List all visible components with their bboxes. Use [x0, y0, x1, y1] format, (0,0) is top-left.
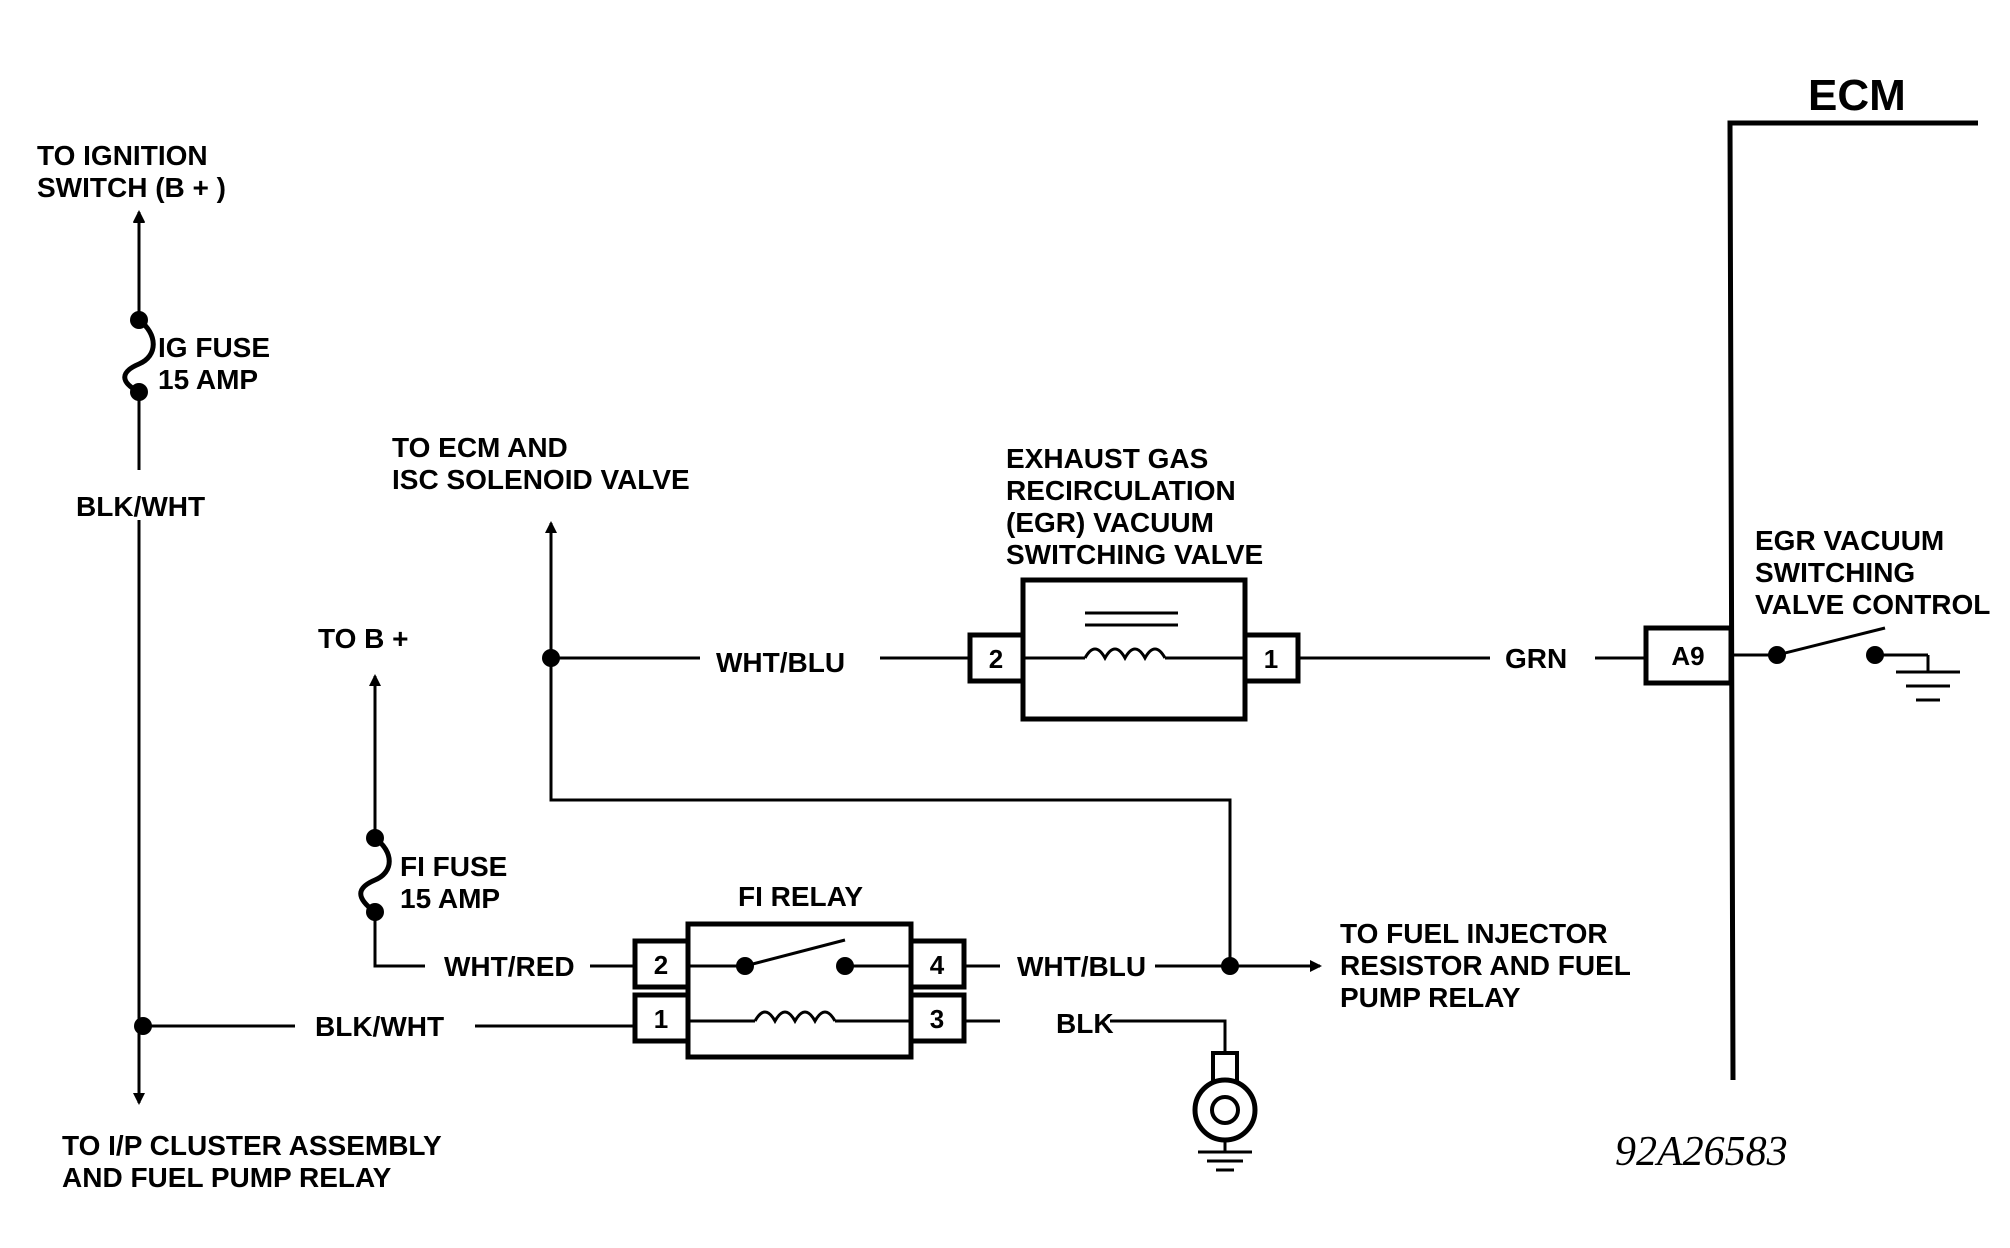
grn-label: GRN: [1505, 643, 1567, 674]
ig-fuse-symbol: [122, 317, 156, 395]
relay-pin-1: 1: [654, 1004, 668, 1034]
egr-pin-2: 2: [989, 644, 1003, 674]
relay-pin-3: 3: [930, 1004, 944, 1034]
ignition-label: TO IGNITION SWITCH (B + ): [37, 140, 226, 203]
fi-relay: [632, 921, 967, 1060]
ig-fuse-label: IG FUSE 15 AMP: [158, 332, 278, 395]
egr-pin-2-box: [967, 632, 1026, 684]
fi-fuse-circuit: [358, 674, 635, 968]
egr-pin-1: 1: [1264, 644, 1278, 674]
blk-wht-vertical-label: BLK/WHT: [76, 491, 205, 522]
ground-icon: [1896, 655, 1960, 702]
wht-blu-top-label: WHT/BLU: [716, 647, 845, 678]
egr-valve-label: EXHAUST GAS RECIRCULATION (EGR) VACUUM S…: [1006, 443, 1263, 570]
fi-relay-label: FI RELAY: [738, 881, 863, 912]
wht-blu-right-label: WHT/BLU: [1017, 951, 1146, 982]
relay-pin-1-box: [632, 992, 691, 1044]
fi-fuse-symbol: [358, 835, 392, 915]
fi-fuse-label: FI FUSE 15 AMP: [400, 851, 515, 914]
to-b-plus-label: TO B +: [318, 623, 409, 654]
figure-id: 92A26583: [1615, 1129, 1788, 1175]
egr-vacuum-switching-valve: [967, 577, 1301, 722]
to-ip-cluster-label: TO I/P CLUSTER ASSEMBLY AND FUEL PUMP RE…: [62, 1130, 449, 1193]
egr-control-label: EGR VACUUM SWITCHING VALVE CONTROL: [1755, 525, 1990, 620]
egr-coil-symbol: [1083, 647, 1167, 662]
relay-coil-symbol: [753, 1010, 837, 1025]
wht-red-label: WHT/RED: [444, 951, 575, 982]
blk-wht-horizontal-label: BLK/WHT: [315, 1011, 444, 1042]
relay-pin-4-box: [908, 938, 967, 990]
ig-circuit: [122, 210, 156, 1105]
blk-label: BLK: [1056, 1008, 1114, 1039]
ecm-pin-a9-box: [1643, 625, 1734, 686]
to-fuel-injector-label: TO FUEL INJECTOR RESISTOR AND FUEL PUMP …: [1340, 918, 1638, 1013]
ecm-block: [1643, 120, 1978, 1081]
ground-eyelet-icon: [1192, 1051, 1258, 1172]
ecm-pin-a9: A9: [1671, 641, 1704, 671]
relay-pin-2-box: [632, 938, 691, 990]
wht-blu-circuit: [542, 521, 1232, 966]
relay-pin-4: 4: [930, 950, 945, 980]
ecm-label: ECM: [1808, 71, 1906, 120]
to-ecm-isc-label: TO ECM AND ISC SOLENOID VALVE: [392, 432, 690, 495]
relay-pin-3-box: [908, 992, 967, 1044]
relay-pin-2: 2: [654, 950, 668, 980]
